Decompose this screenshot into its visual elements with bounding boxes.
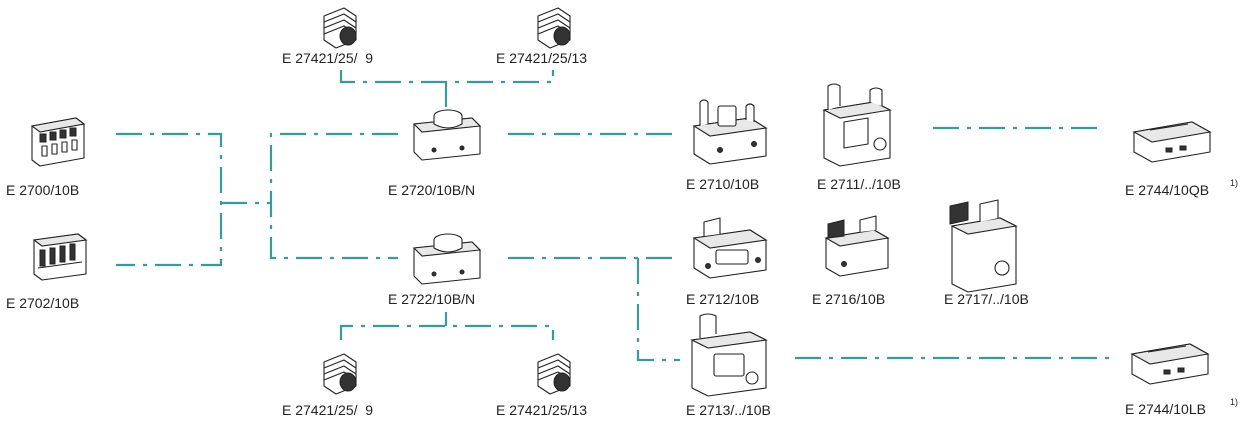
footnote-mark-lb: 1): [1230, 397, 1238, 407]
connector-insert-icon: [32, 233, 88, 281]
label-gland-top-left: E 27421/25/ 9: [282, 50, 373, 66]
connector-lines: [116, 70, 1110, 362]
footnote-mark-qb: 1): [1230, 178, 1238, 188]
label-housing-2713: E 2713/../10B: [686, 402, 771, 418]
label-gland-top-right: E 27421/25/13: [496, 50, 587, 66]
bulkhead-housing-icon: [824, 215, 890, 277]
cable-gland-icon: [537, 7, 571, 49]
label-insert-2702: E 2702/10B: [6, 295, 79, 311]
bulkhead-housing-icon: [822, 83, 892, 167]
connector-insert-icon: [30, 117, 86, 167]
cable-gland-icon: [537, 353, 571, 395]
bulkhead-housing-icon: [692, 99, 768, 165]
line-bottom-glands: [339, 324, 555, 340]
line-to-housing-2713: [636, 258, 680, 362]
bulkhead-housing-icon: [690, 313, 768, 397]
line-to-hoods: [269, 132, 398, 260]
protective-cover-icon: [1130, 343, 1210, 385]
label-cover-2744-lb: E 2744/10LB: [1125, 401, 1206, 417]
part-labels: E 2700/10B E 2702/10B E 27421/25/ 9 E 27…: [6, 50, 1238, 418]
bulkhead-housing-icon: [692, 217, 768, 279]
label-gland-bottom-right: E 27421/25/13: [496, 402, 587, 418]
label-housing-2716: E 2716/10B: [812, 291, 885, 307]
label-insert-2700: E 2700/10B: [6, 182, 79, 198]
cable-gland-icon: [323, 7, 357, 49]
bulkhead-housing-icon: [949, 199, 1018, 293]
label-housing-2717: E 2717/../10B: [944, 291, 1029, 307]
hood-icon: [412, 109, 482, 161]
line-top-glands: [339, 70, 555, 84]
label-hood-2720: E 2720/10B/N: [388, 182, 475, 198]
line-insert-2700: [116, 132, 223, 267]
label-housing-2711: E 2711/../10B: [817, 176, 901, 192]
label-hood-2722: E 2722/10B/N: [388, 291, 475, 307]
hood-icon: [412, 233, 482, 285]
label-housing-2710: E 2710/10B: [686, 176, 759, 192]
cable-gland-icon: [323, 353, 357, 395]
label-housing-2712: E 2712/10B: [686, 291, 759, 307]
label-cover-2744-qb: E 2744/10QB: [1125, 182, 1209, 198]
label-gland-bottom-left: E 27421/25/ 9: [282, 402, 373, 418]
protective-cover-icon: [1132, 121, 1212, 163]
